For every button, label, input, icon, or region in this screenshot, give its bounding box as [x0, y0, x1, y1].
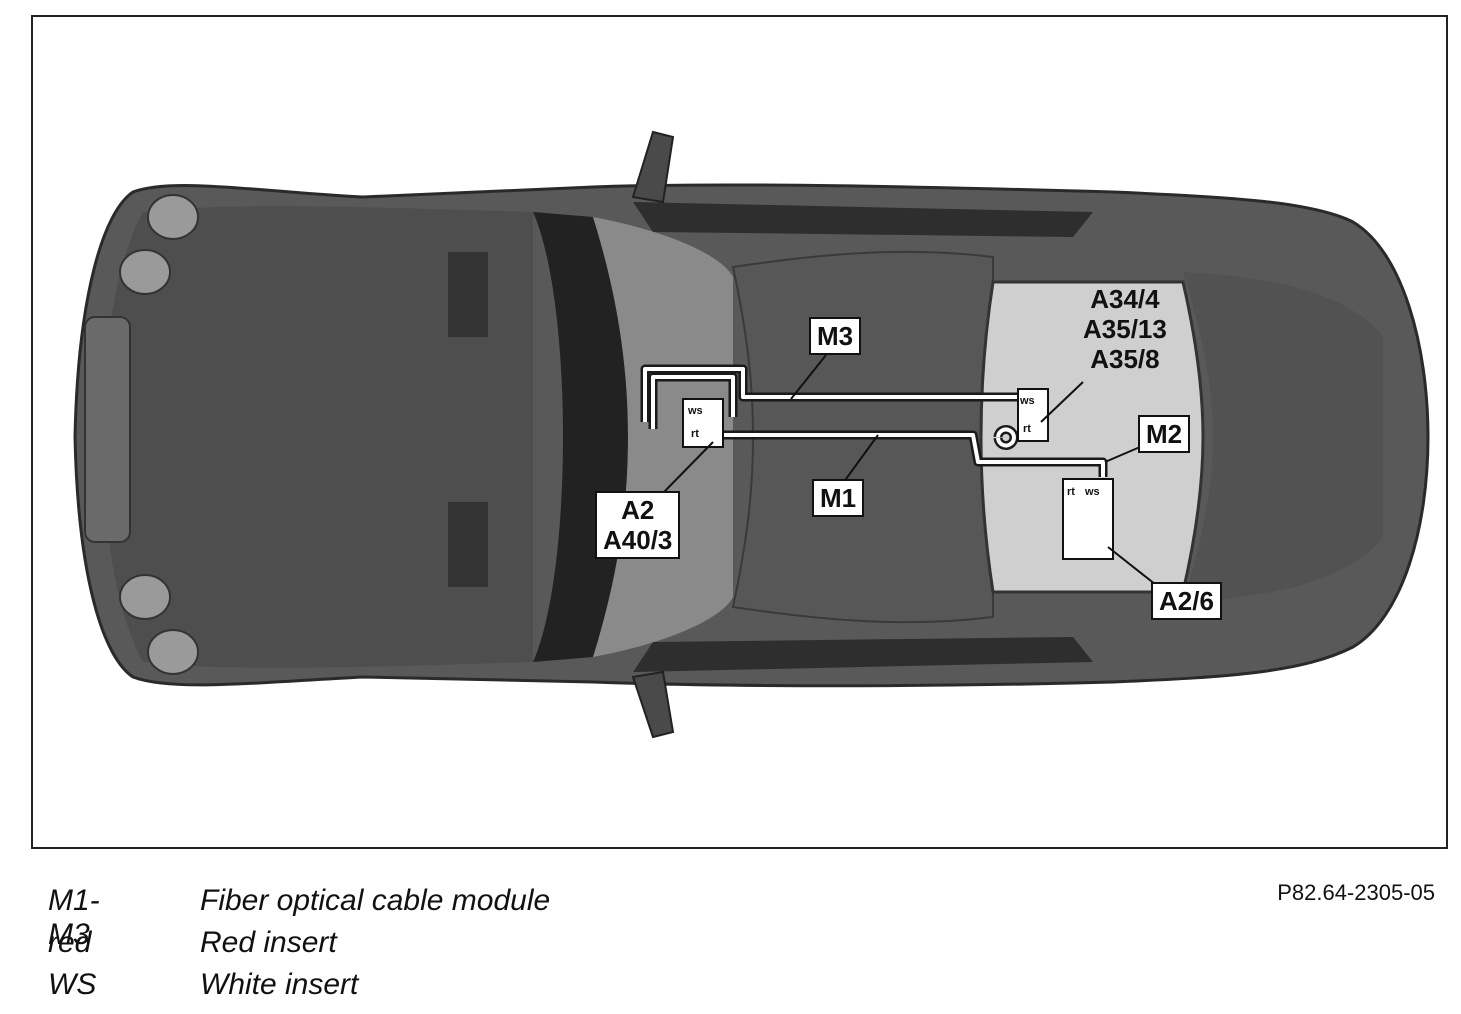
callout-a40-3-text: A40/3 [603, 525, 673, 555]
a34-connector-module: ws rt [1017, 388, 1049, 442]
trunk-lid [1183, 272, 1383, 602]
leader-lines [663, 354, 1166, 593]
legend-text: Fiber optical cable module [200, 884, 551, 917]
car-topview-diagram: ws rt ws rt rt ws [73, 130, 1430, 739]
callout-m2: M2 [1138, 415, 1191, 453]
legend-key: M1-M3 [48, 884, 100, 951]
callout-a34-4-text: A34/4 [1090, 284, 1160, 314]
callout-m3-text: M3 [817, 321, 854, 351]
callout-a2-group: A2 A40/3 [595, 491, 681, 559]
diagram-frame: ws rt ws rt rt ws M3 M1 A2 [31, 15, 1448, 849]
a26-white-insert-label: ws [1084, 486, 1100, 498]
callout-m2-text: M2 [1146, 419, 1183, 449]
callout-a35-13-text: A35/13 [1083, 314, 1167, 344]
right-headlights [119, 574, 199, 675]
a34-white-insert-label: ws [1019, 395, 1035, 407]
hood-vent-left [448, 252, 488, 337]
right-mirror [631, 670, 675, 739]
legend-text: Red insert [200, 926, 337, 959]
callout-a35-8-text: A35/8 [1090, 344, 1160, 374]
callout-m1-text: M1 [820, 483, 857, 513]
legend-key: WS [48, 968, 97, 1001]
a26-module: rt ws [1062, 478, 1114, 560]
callout-m3: M3 [809, 317, 862, 355]
car-hood [103, 206, 533, 668]
legend-key: red [48, 926, 92, 959]
a2-connector-module: ws rt [682, 398, 724, 448]
right-side-window [633, 637, 1093, 672]
a34-red-insert-label: rt [1023, 423, 1031, 435]
callout-a34-group: A34/4 A35/13 A35/8 [1077, 282, 1173, 376]
a26-red-insert-label: rt [1067, 486, 1075, 498]
a2-red-insert-label: rt [691, 428, 699, 440]
hood-vent-right [448, 502, 488, 587]
left-side-window [633, 202, 1093, 237]
callout-a2-6-text: A2/6 [1159, 586, 1214, 616]
left-mirror [631, 130, 675, 204]
a2-white-insert-label: ws [687, 405, 703, 417]
reference-code: P82.64-2305-05 [1277, 880, 1435, 905]
callout-a2-6: A2/6 [1151, 582, 1222, 620]
fiber-cable-routes [640, 364, 1108, 477]
front-grille [84, 316, 131, 543]
left-headlights [119, 194, 199, 295]
legend-text: White insert [200, 968, 359, 1001]
callout-a2-text: A2 [621, 495, 655, 525]
callout-m1: M1 [812, 479, 865, 517]
